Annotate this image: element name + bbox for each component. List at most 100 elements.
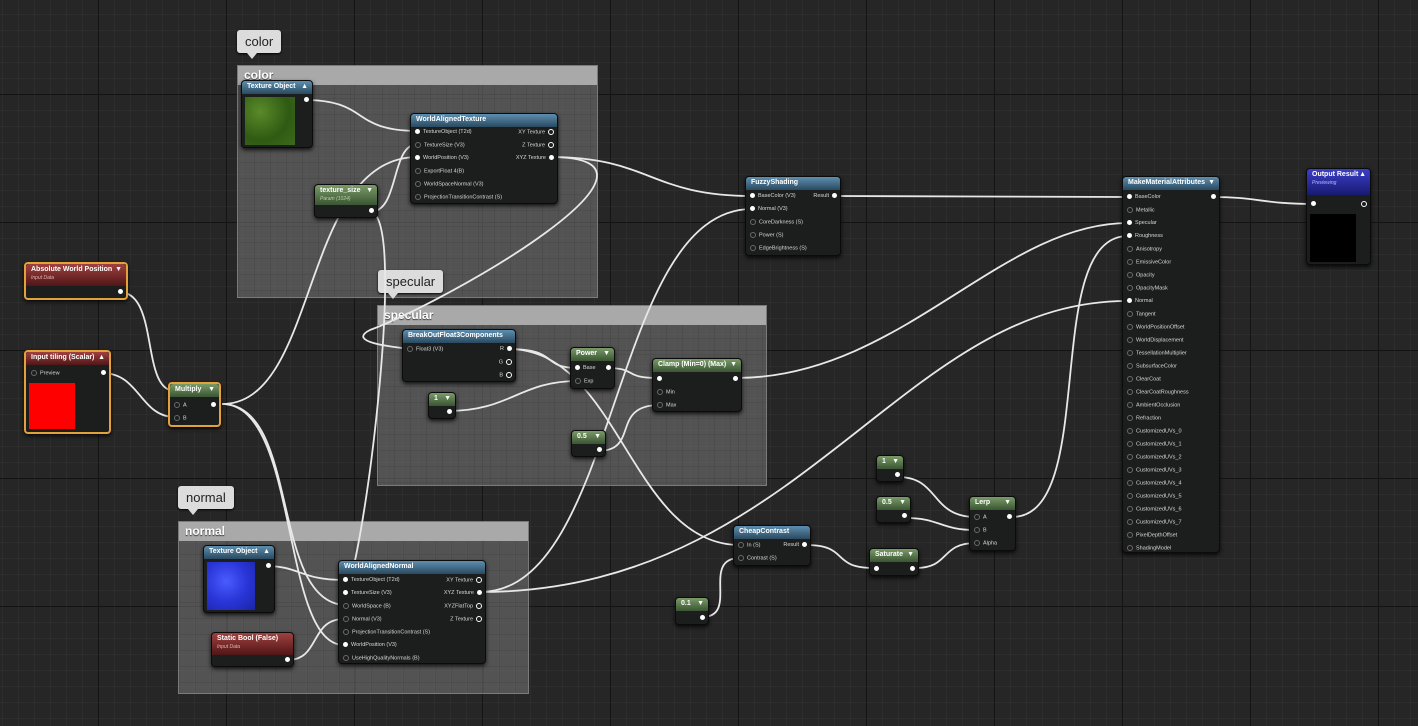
chevron-down-icon[interactable]: ▼ — [899, 499, 906, 506]
input-a[interactable]: A — [174, 402, 187, 409]
node-absolute-world-position[interactable]: Absolute World Position▼Input Data — [24, 262, 128, 300]
input-max[interactable]: Max — [657, 402, 676, 409]
node-input-tiling[interactable]: Input tiling (Scalar)▲ Preview — [24, 350, 111, 434]
input-pin[interactable] — [657, 376, 662, 382]
node-texture-size[interactable]: texture_size▼Param (1024) — [314, 184, 378, 218]
chevron-down-icon[interactable]: ▼ — [697, 600, 704, 607]
input-contrast[interactable]: Contrast (S) — [738, 555, 777, 562]
output-pin[interactable] — [1211, 194, 1216, 200]
input-subsurfacecolor[interactable]: SubsurfaceColor — [1127, 363, 1177, 370]
input-preview[interactable]: Preview — [31, 370, 60, 377]
node-constant-0-5-lerp[interactable]: 0.5▼ — [876, 496, 911, 523]
node-saturate[interactable]: Saturate▼ — [869, 548, 919, 576]
input-metallic[interactable]: Metallic — [1127, 207, 1155, 214]
input-texturesize[interactable]: TextureSize (V3) — [415, 142, 465, 149]
input-clearcoatroughness[interactable]: ClearCoatRoughness — [1127, 389, 1189, 396]
input-exportfloat[interactable]: ExportFloat 4(B) — [415, 168, 464, 175]
output-pin[interactable] — [304, 97, 309, 103]
output-pin[interactable] — [447, 409, 452, 415]
output-pin[interactable] — [266, 563, 271, 569]
input-worlddisplacement[interactable]: WorldDisplacement — [1127, 337, 1184, 344]
output-pin[interactable] — [902, 513, 907, 519]
output-xy-texture[interactable]: XY Texture — [518, 129, 554, 136]
input-opacity[interactable]: Opacity — [1127, 272, 1155, 279]
input-highqualitynormals[interactable]: UseHighQualityNormals (B) — [343, 655, 420, 662]
input-customizeduvs-4[interactable]: CustomizedUVs_4 — [1127, 480, 1182, 487]
input-texturesize[interactable]: TextureSize (V3) — [343, 590, 392, 597]
input-power[interactable]: Power (S) — [750, 232, 783, 239]
node-constant-1[interactable]: 1▼ — [428, 392, 456, 419]
node-static-bool[interactable]: Static Bool (False)Input Data — [211, 632, 294, 667]
input-shadingmodel[interactable]: ShadingModel — [1127, 545, 1171, 552]
input-a[interactable]: A — [974, 514, 987, 521]
node-constant-1-lerp[interactable]: 1▼ — [876, 455, 904, 482]
chevron-down-icon[interactable]: ▼ — [603, 350, 610, 357]
input-customizeduvs-1[interactable]: CustomizedUVs_1 — [1127, 441, 1182, 448]
chevron-down-icon[interactable]: ▼ — [892, 458, 899, 465]
node-output-result[interactable]: Output Result▲Previewing — [1306, 168, 1371, 265]
output-g[interactable]: G — [499, 359, 512, 366]
input-worldspacenormal[interactable]: WorldSpaceNormal (V3) — [415, 181, 484, 188]
output-pin[interactable] — [285, 657, 290, 663]
input-min[interactable]: Min — [657, 389, 675, 396]
node-texture-object-color[interactable]: Texture Object▲ — [241, 80, 313, 148]
input-projectioncontrast[interactable]: ProjectionTransitionContrast (S) — [415, 194, 502, 201]
input-tangent[interactable]: Tangent — [1127, 311, 1156, 318]
node-texture-object-normal[interactable]: Texture Object▲ — [203, 545, 275, 613]
input-float3[interactable]: Float3 (V3) — [407, 346, 443, 353]
input-clearcoat[interactable]: ClearCoat — [1127, 376, 1161, 383]
output-xy-texture[interactable]: XY Texture — [446, 577, 482, 584]
input-normal[interactable]: Normal — [1127, 298, 1153, 305]
output-pin[interactable] — [118, 289, 123, 295]
input-customizeduvs-3[interactable]: CustomizedUVs_3 — [1127, 467, 1182, 474]
chevron-down-icon[interactable]: ▼ — [907, 551, 914, 558]
input-pin[interactable] — [1311, 201, 1316, 207]
output-xyzflattop[interactable]: XYZFlatTop — [444, 603, 482, 610]
chevron-up-icon[interactable]: ▲ — [1359, 171, 1366, 178]
chevron-down-icon[interactable]: ▼ — [115, 266, 122, 273]
input-customizeduvs-2[interactable]: CustomizedUVs_2 — [1127, 454, 1182, 461]
input-customizeduvs-0[interactable]: CustomizedUVs_0 — [1127, 428, 1182, 435]
input-worldposition[interactable]: WorldPosition (V3) — [343, 642, 397, 649]
input-exp[interactable]: Exp — [575, 378, 593, 385]
chevron-down-icon[interactable]: ▼ — [730, 361, 737, 368]
input-coredarkness[interactable]: CoreDarkness (S) — [750, 219, 803, 226]
node-cheap-contrast[interactable]: CheapContrast In (S) Contrast (S) Result — [733, 525, 811, 566]
node-breakout-float3[interactable]: BreakOutFloat3Components Float3 (V3) R G… — [402, 329, 516, 382]
output-pin[interactable] — [895, 472, 900, 478]
input-customizeduvs-5[interactable]: CustomizedUVs_5 — [1127, 493, 1182, 500]
output-pin[interactable] — [1007, 514, 1012, 520]
chevron-down-icon[interactable]: ▼ — [594, 433, 601, 440]
node-clamp[interactable]: Clamp (Min=0) (Max)▼ Min Max — [652, 358, 742, 412]
node-world-aligned-normal[interactable]: WorldAlignedNormal TextureObject (T2d) T… — [338, 560, 486, 664]
chevron-down-icon[interactable]: ▼ — [444, 395, 451, 402]
output-result[interactable]: Result — [783, 542, 807, 549]
node-constant-0-5[interactable]: 0.5▼ — [571, 430, 606, 457]
output-xyz-texture[interactable]: XYZ Texture — [444, 590, 482, 597]
input-refraction[interactable]: Refraction — [1127, 415, 1161, 422]
chevron-down-icon[interactable]: ▼ — [1004, 499, 1011, 506]
input-worldposition[interactable]: WorldPosition (V3) — [415, 155, 469, 162]
output-pin[interactable] — [733, 376, 738, 382]
chevron-down-icon[interactable]: ▼ — [366, 187, 373, 194]
input-b[interactable]: B — [974, 527, 987, 534]
output-z-texture[interactable]: Z Texture — [522, 142, 554, 149]
chevron-up-icon[interactable]: ▲ — [98, 354, 105, 361]
input-opacitymask[interactable]: OpacityMask — [1127, 285, 1168, 292]
input-basecolor[interactable]: BaseColor — [1127, 194, 1161, 201]
output-r[interactable]: R — [500, 346, 512, 353]
input-pin[interactable] — [874, 566, 879, 572]
input-projectioncontrast[interactable]: ProjectionTransitionContrast (S) — [343, 629, 430, 636]
output-pin[interactable] — [211, 402, 216, 408]
input-base[interactable]: Base — [575, 365, 596, 372]
input-normal[interactable]: Normal (V3) — [750, 206, 788, 213]
node-fuzzy-shading[interactable]: FuzzyShading BaseColor (V3) Normal (V3) … — [745, 176, 841, 256]
input-emissivecolor[interactable]: EmissiveColor — [1127, 259, 1171, 266]
output-xyz-texture[interactable]: XYZ Texture — [516, 155, 554, 162]
chevron-up-icon[interactable]: ▲ — [263, 548, 270, 555]
input-tessellationmultiplier[interactable]: TessellationMultiplier — [1127, 350, 1187, 357]
input-customizeduvs-7[interactable]: CustomizedUVs_7 — [1127, 519, 1182, 526]
input-edgebrightness[interactable]: EdgeBrightness (S) — [750, 245, 807, 252]
output-pin[interactable] — [910, 566, 915, 572]
